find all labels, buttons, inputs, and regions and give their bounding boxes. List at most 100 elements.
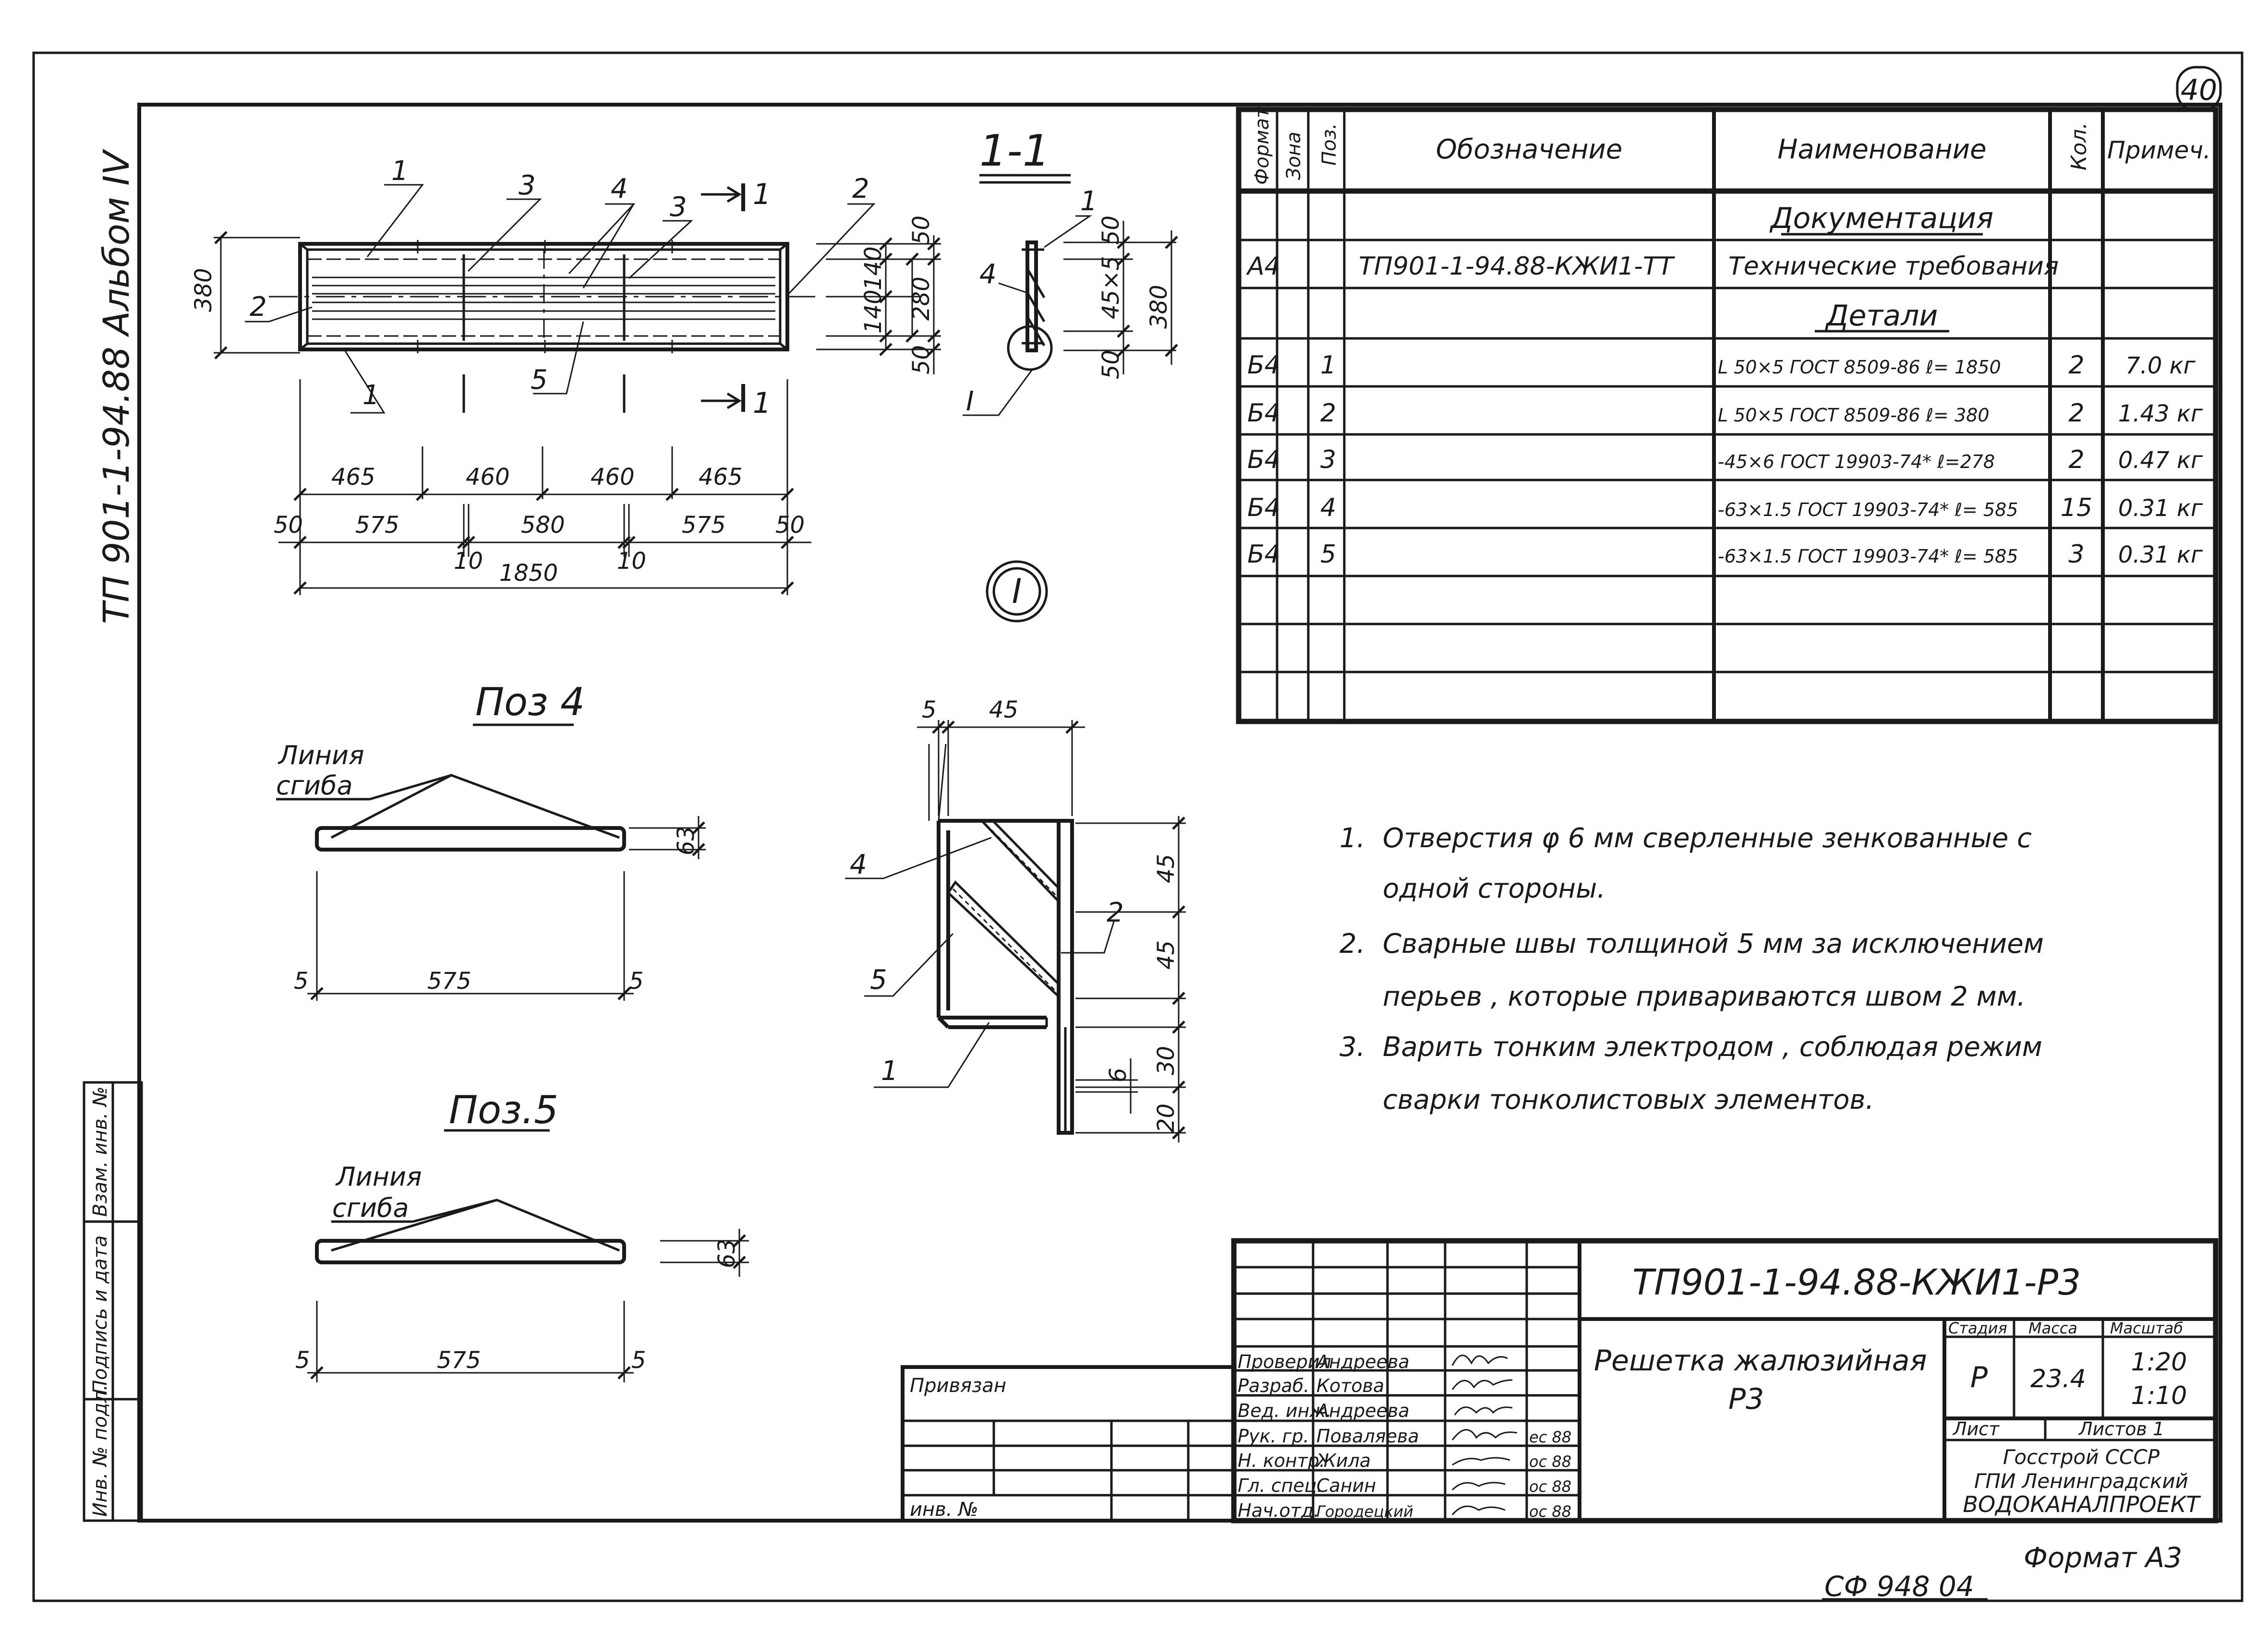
signature-marks: [1451, 1355, 1518, 1515]
spec-row-2-name: L 50×5 ГОСТ 8509-86 ℓ= 380: [1718, 405, 1990, 426]
plan-dim-140-a: 140: [860, 246, 887, 290]
org-line-3: ВОДОКАНАЛПРОЕКТ: [1963, 1491, 2201, 1517]
spec-row-5-note: 0.31 кг: [2118, 541, 2203, 568]
plan-dim-460-a: 460: [466, 464, 510, 491]
role-6: Гл. спец.: [1238, 1475, 1323, 1496]
plan-dim-280: 280: [908, 276, 935, 321]
node-dim-20: 20: [1153, 1104, 1180, 1133]
spec-row: Б4 5 -63×1.5 ГОСТ 19903-74* ℓ= 585 3 0.3…: [1247, 540, 2203, 569]
pos4-plate: [315, 826, 626, 852]
plan-dim-gap-10-b: 10: [617, 548, 646, 575]
cut-label-bottom: 1: [753, 386, 771, 420]
person-2: Котова: [1316, 1375, 1384, 1396]
pos5-dim-575: 575: [437, 1347, 481, 1374]
plan-dim-gap-10-a: 10: [454, 548, 483, 575]
pos5-title: Поз.5: [449, 1088, 558, 1132]
note-1-num: 1.: [1339, 823, 1365, 854]
spec-row-4-pos: 4: [1320, 493, 1336, 522]
note-3-line-1: Варить тонким электродом , соблюдая режи…: [1383, 1032, 2042, 1063]
spec-row-3-qty: 2: [2068, 445, 2084, 474]
node-I-callout: I: [986, 560, 1048, 623]
scale-value-2: 1:10: [2131, 1381, 2187, 1410]
spec-doc-designation: ТП901-1-94.88-КЖИ1-ТТ: [1359, 252, 1676, 281]
cut-label-top: 1: [753, 178, 771, 211]
person-4: Поваляева: [1316, 1426, 1419, 1447]
spec-row-2-note: 1.43 кг: [2118, 400, 2203, 427]
person-3: Андреева: [1315, 1400, 1410, 1421]
section-callout-I: I: [966, 386, 974, 417]
pos4-dim-5-right: 5: [629, 968, 644, 995]
pos5-bend-line-2: сгиба: [332, 1193, 409, 1223]
node-dim-45-b: 45: [1153, 940, 1180, 970]
role-5: Н. контр.: [1238, 1450, 1325, 1471]
outer-border: [32, 51, 2244, 1602]
node-dim-5: 5: [922, 696, 937, 723]
stage-label: Стадия: [1948, 1319, 2007, 1337]
plan-dim-50-bottom: 50: [908, 345, 935, 374]
section-callout-4: 4: [979, 259, 997, 290]
date-7: ос 88: [1529, 1502, 1571, 1521]
spec-row: Б4 3 -45×6 ГОСТ 19903-74* ℓ=278 2 0.47 к…: [1247, 445, 2203, 474]
title-block: Привязан инв. № Проверил Андреева Разраб…: [901, 1238, 2219, 1524]
plan-dim-bottom: 465 460 460 465 50 575 580 575 50 10 10 …: [274, 379, 811, 595]
spec-row-5-format: Б4: [1247, 540, 1280, 569]
spec-doc-name: Технические требования: [1728, 252, 2059, 281]
spec-row-4-name: -63×1.5 ГОСТ 19903-74* ℓ= 585: [1718, 499, 2018, 520]
section-dim-50-bottom: 50: [1098, 350, 1124, 379]
plan-callout-2-left: 2: [250, 291, 267, 323]
pos4-dim-575: 575: [427, 968, 471, 995]
note-3-num: 3.: [1339, 1032, 1365, 1063]
spec-row-1-format: Б4: [1247, 351, 1280, 380]
note-3-line-2: сварки тонколистовых элементов.: [1383, 1084, 1874, 1116]
plan-dim-465-b: 465: [699, 464, 743, 491]
mass-value: 23.4: [2030, 1365, 2086, 1393]
format-label: Формат А3: [2024, 1541, 2182, 1574]
person-6: Санин: [1316, 1475, 1376, 1496]
pos5-bend-line-1: Линия: [335, 1162, 422, 1192]
page-number: 40: [2181, 73, 2217, 107]
section-dim-380: 380: [1146, 285, 1172, 329]
sheets-label: Листов 1: [2078, 1418, 2164, 1440]
plan-dim-380: 380: [190, 268, 217, 312]
plan-hole-marks: [417, 240, 673, 353]
node-dim-45: 45: [989, 696, 1018, 723]
node-I-detail: 5 45 4 2 5 1 45 45 30 20 6: [845, 696, 1186, 1142]
spec-header-pos: Поз.: [1318, 123, 1340, 166]
node-dim-30: 30: [1153, 1046, 1180, 1075]
privyazan-label: Привязан: [910, 1375, 1006, 1397]
pos5-dim-63: 63: [713, 1239, 740, 1268]
spec-header-format: Формат: [1251, 106, 1273, 185]
org-line-1: Госстрой СССР: [2003, 1445, 2160, 1469]
spec-row-3-pos: 3: [1320, 445, 1336, 474]
spec-row: Б4 4 -63×1.5 ГОСТ 19903-74* ℓ= 585 15 0.…: [1247, 493, 2203, 522]
role-7: Нач.отд.: [1238, 1500, 1319, 1521]
pos5-plate: [315, 1239, 626, 1264]
section-callout-1: 1: [1080, 186, 1098, 217]
plan-dim-575-b: 575: [682, 512, 726, 539]
spec-row-1-qty: 2: [2068, 351, 2084, 380]
node-callout-4: 4: [850, 849, 867, 880]
plan-callout-3-left: 3: [519, 170, 536, 201]
spec-doc-format: А4: [1246, 252, 1280, 281]
pos4-dim-63: 63: [673, 826, 700, 855]
spec-row-5-pos: 5: [1320, 540, 1336, 569]
spec-section-parts: Детали: [1825, 299, 1938, 333]
role-1: Проверил: [1238, 1351, 1331, 1372]
plan-dim-height: 380: [190, 231, 300, 360]
spec-row-5-name: -63×1.5 ГОСТ 19903-74* ℓ= 585: [1718, 546, 2018, 567]
node-I-label: I: [1012, 572, 1022, 611]
inv-label: инв. №: [910, 1499, 978, 1521]
role-3: Вед. инж.: [1238, 1400, 1332, 1421]
plan-view: 1 1 1 3 4 3 2 2 5 1 380: [190, 156, 941, 595]
technical-notes: 1. Отверстия φ 6 мм сверленные зенкованн…: [1339, 823, 2044, 1116]
stage-value: Р: [1970, 1361, 1988, 1394]
plan-callout-5: 5: [531, 364, 548, 396]
plan-dim-465-a: 465: [331, 464, 375, 491]
role-4: Рук. гр.: [1238, 1426, 1309, 1447]
spec-row-1-pos: 1: [1320, 351, 1336, 380]
person-5: Жила: [1315, 1450, 1371, 1471]
spec-header-note: Примеч.: [2107, 136, 2211, 164]
pos4-title: Поз 4: [475, 680, 585, 724]
left-stamp-strip: Инв. № подл. Подпись и дата Взам. инв. №: [83, 1081, 143, 1522]
